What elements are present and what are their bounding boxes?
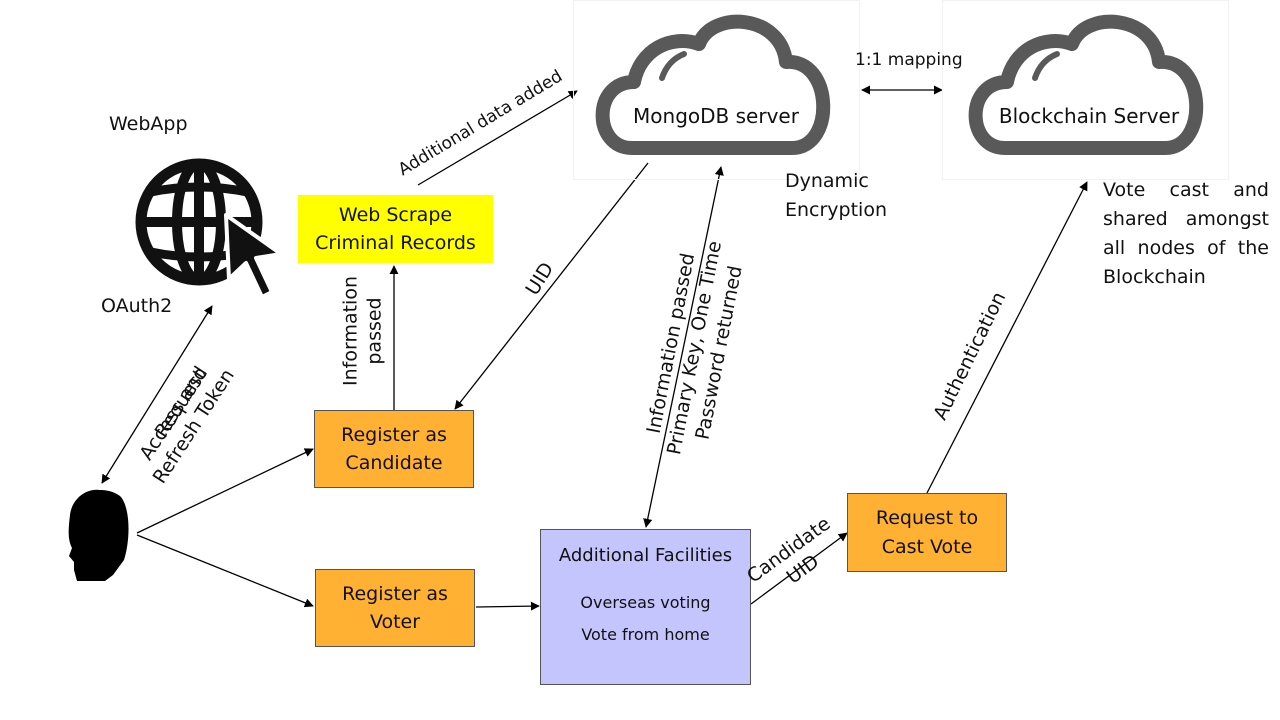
edge-mongo-facilities <box>643 166 724 528</box>
overseas-voting-label: Overseas voting <box>580 593 711 612</box>
edge-person-webapp <box>101 305 213 484</box>
edge-scrape-mongo <box>417 90 578 186</box>
vote-cast-note: Vote cast and shared amongst all nodes o… <box>1103 179 1269 288</box>
blockchain-frame <box>942 0 1229 180</box>
additional-facilities-box: Additional Facilities Overseas voting Vo… <box>540 529 751 685</box>
web-scrape-box: Web Scrape Criminal Records <box>298 195 493 263</box>
register-candidate-label: Register as Candidate <box>341 423 447 475</box>
edge-person-voter <box>136 534 314 608</box>
mapping-label: 1:1 mapping <box>855 50 963 70</box>
webapp-label: WebApp <box>109 113 188 135</box>
edge-person-candidate <box>136 448 314 534</box>
mongodb-server-label: MongoDB server <box>633 104 799 128</box>
oauth2-label: OAuth2 <box>101 295 173 317</box>
edge-voter-facilities <box>475 601 540 611</box>
information-passed-label: Information passed <box>339 276 386 386</box>
vote-from-home-label: Vote from home <box>581 625 710 644</box>
register-candidate-box: Register as Candidate <box>314 410 474 488</box>
dynamic-encryption-label: Dynamic Encryption <box>785 170 888 221</box>
blockchain-cloud <box>968 14 1204 155</box>
edge-facilities-cast <box>750 532 848 605</box>
mongodb-cloud <box>595 14 831 155</box>
globe-cursor-icon <box>135 158 283 299</box>
person-silhouette-icon <box>68 489 129 581</box>
edge-mongo-candidate <box>454 162 649 410</box>
request-cast-vote-label: Request to Cast Vote <box>875 507 979 558</box>
mongodb-frame <box>573 0 860 180</box>
blockchain-server-label: Blockchain Server <box>998 104 1180 128</box>
additional-facilities-title: Additional Facilities <box>558 545 733 566</box>
edge-cast-blockchain <box>926 181 1088 494</box>
register-voter-label: Register as Voter <box>342 582 448 634</box>
web-scrape-label: Web Scrape Criminal Records <box>315 203 476 255</box>
register-voter-box: Register as Voter <box>315 569 475 647</box>
request-cast-vote-box: Request to Cast Vote <box>847 493 1007 572</box>
